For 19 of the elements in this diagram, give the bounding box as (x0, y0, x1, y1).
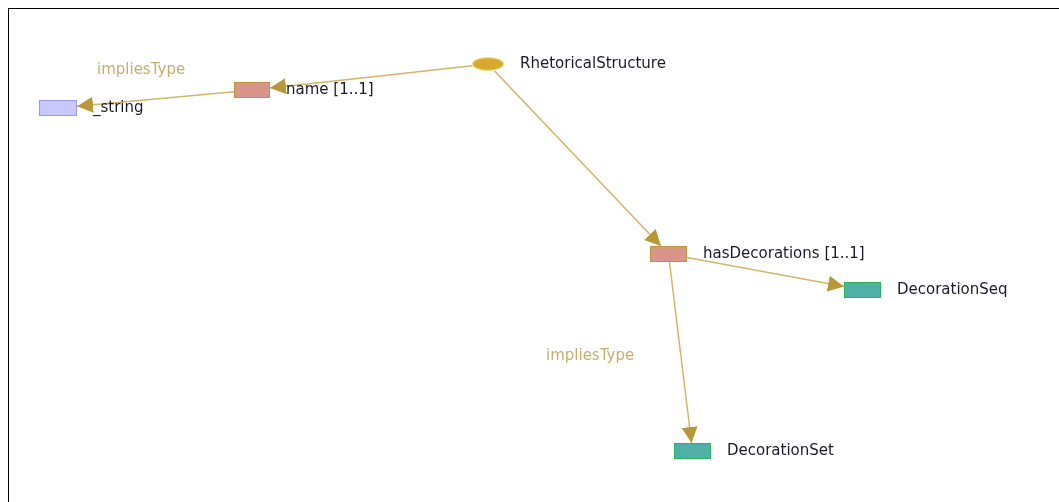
datatype-box (39, 100, 77, 116)
property-box (650, 246, 687, 262)
arrow (76, 90, 235, 113)
arrow (686, 256, 845, 292)
property-box (234, 82, 270, 98)
class-box (844, 282, 881, 298)
node-label: DecorationSeq (897, 280, 1008, 298)
edge-label: impliesType (96, 60, 187, 78)
node-label: DecorationSet (727, 441, 834, 459)
class-ellipse (472, 57, 504, 71)
node-label: name [1..1] (286, 80, 374, 98)
arrow (493, 70, 662, 247)
arrow (269, 65, 473, 95)
arrow (668, 261, 698, 444)
node-label: _string (93, 98, 144, 116)
class-box (674, 443, 711, 459)
node-label: RhetoricalStructure (520, 54, 666, 72)
node-label: hasDecorations [1..1] (703, 244, 865, 262)
edge-label: impliesType (545, 346, 636, 364)
